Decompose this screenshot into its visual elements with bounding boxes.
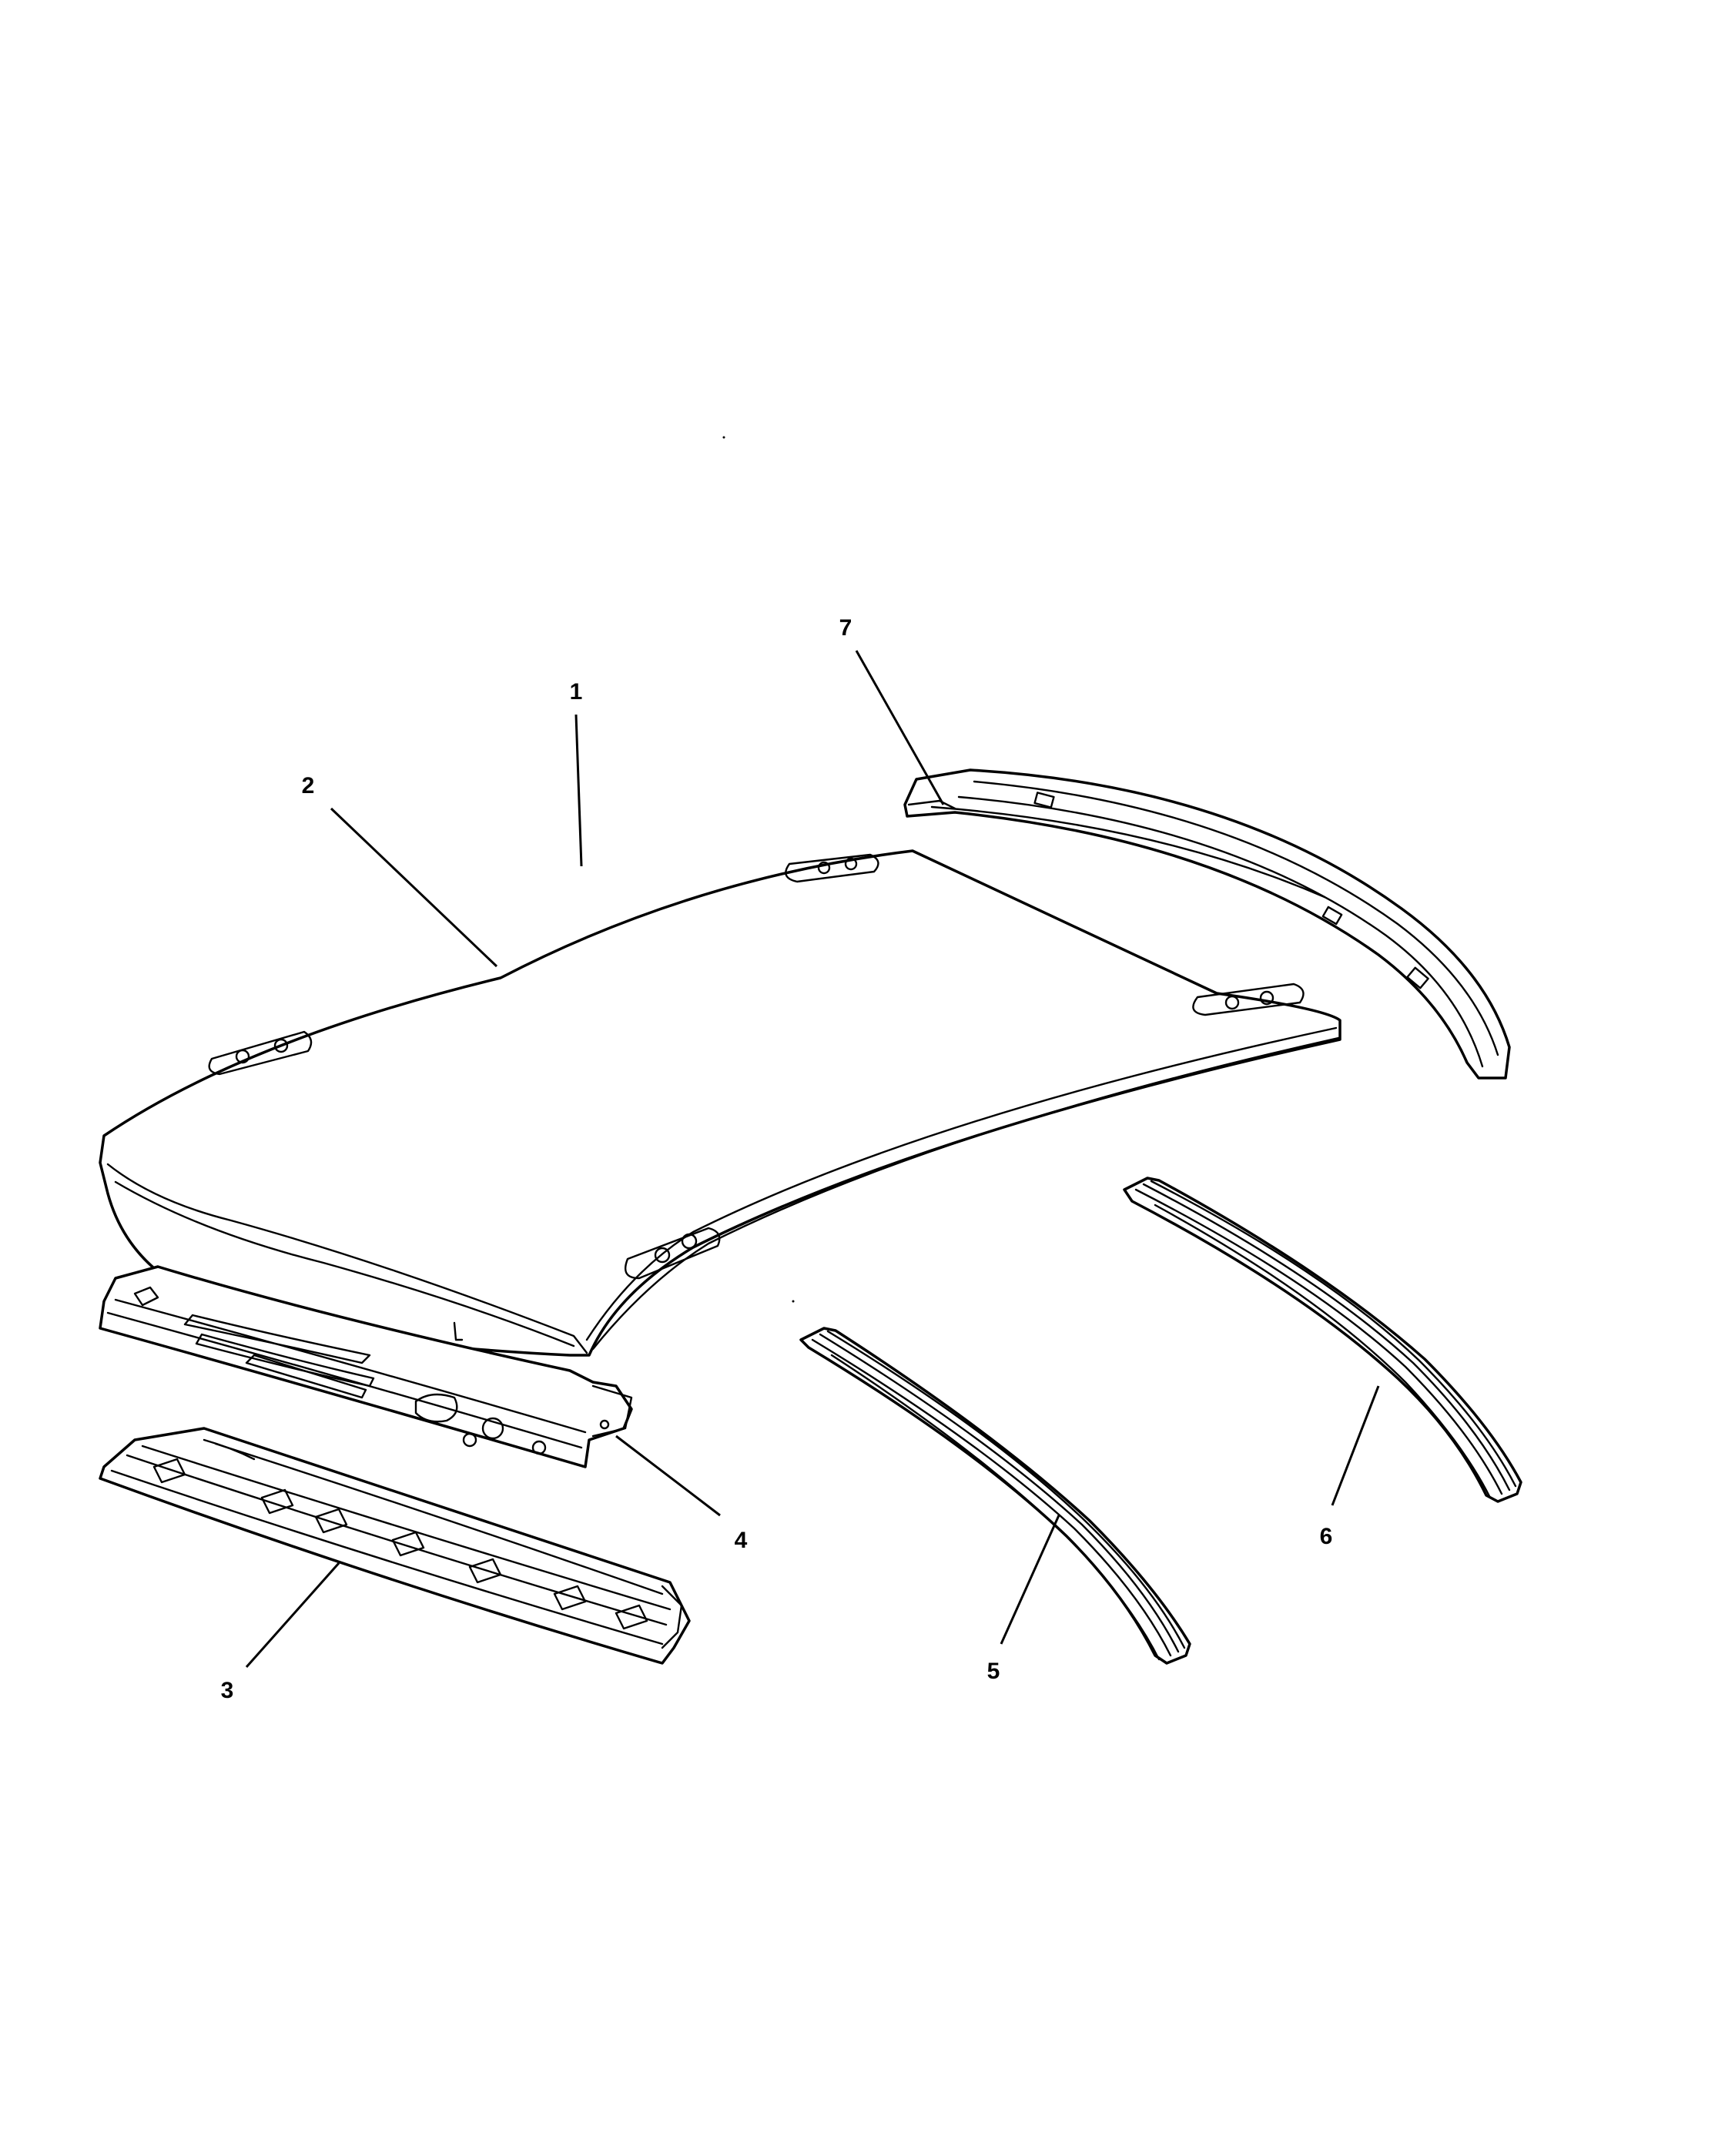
callout-7: 7 [839, 615, 852, 641]
leader-line-5 [1000, 1515, 1060, 1645]
callout-1: 1 [570, 679, 583, 705]
roof-bow-center-part [799, 1327, 1191, 1665]
roof-panel-part [99, 849, 1341, 1357]
roof-mount-pad-rear-right [1192, 983, 1305, 1016]
roof-mount-pad-rear-left [785, 853, 879, 883]
windshield-header-part [99, 1427, 691, 1665]
callout-4: 4 [735, 1528, 748, 1553]
roof-mount-pad-front-right [624, 1227, 721, 1280]
rear-roof-header-part [903, 768, 1511, 1080]
callout-2: 2 [302, 773, 315, 798]
leader-line-4 [615, 1435, 721, 1517]
roof-bow-right-part [1123, 1177, 1522, 1503]
leader-line-3 [245, 1562, 340, 1668]
callout-5: 5 [987, 1659, 1000, 1684]
leader-line-2 [330, 807, 498, 968]
leader-line-7 [855, 650, 945, 805]
roof-mount-pad-front-left [208, 1030, 313, 1076]
front-roof-bow-part [99, 1265, 633, 1468]
leader-line-1 [574, 714, 583, 867]
leader-line-6 [1331, 1385, 1380, 1506]
callout-3: 3 [221, 1678, 234, 1703]
callout-6: 6 [1320, 1524, 1333, 1549]
